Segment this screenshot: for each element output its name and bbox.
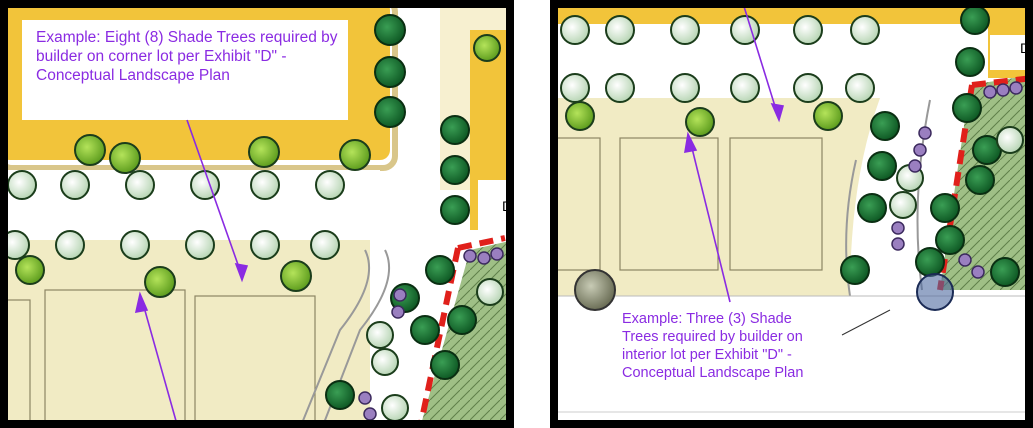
right-callout-box <box>616 302 838 408</box>
right-plan-panel: Example: Three (3) Shade Trees required … <box>550 0 1033 428</box>
street-tree-column <box>840 5 1020 287</box>
right-lot-label: D <box>1020 40 1031 56</box>
shrubs <box>891 81 1023 279</box>
callout-arrows <box>684 0 785 303</box>
left-callout-text: Example: Eight (8) Shade Trees required … <box>36 29 338 84</box>
shade-trees <box>15 34 501 298</box>
pale-trees-diagonal <box>366 278 504 422</box>
left-lot-label: D <box>502 198 513 214</box>
left-site-plan <box>0 0 514 428</box>
shade-trees <box>565 101 843 137</box>
street-tree-row-upper <box>7 170 345 200</box>
lot-area <box>550 98 880 296</box>
existing-tree <box>574 269 616 311</box>
right-site-plan <box>550 0 1033 428</box>
left-callout-box <box>22 20 348 120</box>
shrubs <box>358 247 504 421</box>
pale-trees-diagonal <box>889 126 1024 219</box>
right-callout-text: Example: Three (3) Shade Trees required … <box>622 311 804 381</box>
callout-arrows <box>134 119 249 428</box>
street-tree-column <box>325 14 477 410</box>
left-plan-panel: Example: Eight (8) Shade Trees required … <box>0 0 514 428</box>
